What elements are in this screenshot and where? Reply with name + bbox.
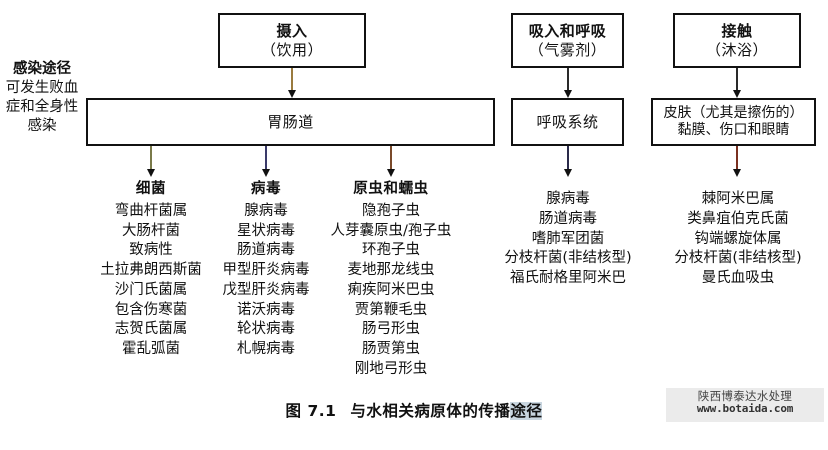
pathogen-column-protozoa-header: 原虫和蠕虫 [353, 181, 429, 197]
figure-number: 图 7.1 [285, 402, 337, 420]
entry-box-ingestion-title: 摄入 [276, 22, 308, 41]
pathogen-column-contact-agents: 棘阿米巴属 类鼻疽伯克氏菌 钩端螺旋体属 分枝杆菌(非结核型) 曼氏血吸虫 [658, 190, 818, 289]
arrow-head [287, 90, 296, 98]
arrow-head [732, 90, 741, 98]
list-item: 包含伤寒菌 [114, 301, 188, 318]
entry-box-contact-title: 接触 [721, 22, 753, 41]
arrow-shaft [291, 68, 293, 91]
list-item: 刚地弓形虫 [354, 361, 428, 378]
list-item: 麦地那龙线虫 [347, 262, 435, 279]
arrow-gi-to-protozoa [381, 146, 401, 177]
arrow-shaft [567, 146, 569, 170]
arrow-shaft [567, 68, 569, 91]
list-item: 福氏耐格里阿米巴 [510, 270, 626, 287]
list-item: 诺沃病毒 [237, 301, 295, 318]
list-item: 环孢子虫 [362, 242, 420, 259]
list-item: 戊型肝炎病毒 [222, 281, 310, 298]
list-item: 肠贾第虫 [362, 341, 420, 358]
list-item: 棘阿米巴属 [701, 191, 775, 207]
arrow-head [563, 90, 572, 98]
arrow-skin-to-agents [727, 146, 747, 177]
arrow-contact-to-skin [727, 68, 747, 98]
arrow-shaft [390, 146, 392, 170]
pathogen-column-protozoa-helminths: 原虫和蠕虫 隐孢子虫 人芽囊原虫/孢子虫 环孢子虫 麦地那龙线虫 痢疾阿米巴虫 … [315, 180, 467, 380]
list-item: 沙门氏菌属 [114, 281, 188, 298]
list-item: 弯曲杆菌属 [114, 202, 188, 219]
pathogen-column-bacteria: 细菌 弯曲杆菌属 大肠杆菌 致病性 土拉弗朗西斯菌 沙门氏菌属 包含伤寒菌 志贺… [76, 180, 226, 360]
list-item: 大肠杆菌 [122, 222, 180, 239]
list-item: 痢疾阿米巴虫 [347, 281, 435, 298]
list-item: 嗜肺军团菌 [531, 230, 605, 247]
pathogen-column-viruses-header: 病毒 [250, 181, 282, 197]
list-item: 钩端螺旋体属 [694, 230, 782, 247]
arrow-head [386, 169, 395, 177]
list-item: 霍乱弧菌 [122, 341, 180, 358]
entry-box-inhalation-title: 吸入和呼吸 [528, 22, 607, 41]
list-item: 人芽囊原虫/孢子虫 [330, 222, 452, 239]
entry-box-inhalation[interactable]: 吸入和呼吸 （气雾剂） [511, 13, 624, 68]
entry-box-ingestion[interactable]: 摄入 （饮用） [218, 13, 366, 68]
arrow-head [732, 169, 741, 177]
watermark-company: 陕西博泰达水处理 [697, 389, 793, 403]
list-item: 志贺氏菌属 [114, 321, 188, 338]
arrow-head [563, 169, 572, 177]
infection-route-label: 感染途径 可发生败血症和全身性感染 [2, 60, 82, 137]
arrow-gi-to-viruses [256, 146, 276, 177]
arrow-shaft [265, 146, 267, 170]
list-item: 甲型肝炎病毒 [222, 262, 310, 279]
route-label-heading: 感染途径 [13, 61, 71, 77]
pathogen-column-viruses: 病毒 腺病毒 星状病毒 肠道病毒 甲型肝炎病毒 戊型肝炎病毒 诺沃病毒 轮状病毒… [196, 180, 336, 360]
figure-caption-text: 与水相关病原体的传播 [350, 402, 511, 420]
arrow-shaft [150, 146, 152, 170]
entry-box-contact[interactable]: 接触 （沐浴） [673, 13, 801, 68]
list-item: 肠弓形虫 [362, 321, 420, 338]
site-box-skin[interactable]: 皮肤（尤其是擦伤的） 黏膜、伤口和眼睛 [651, 98, 816, 146]
figure-caption-highlight: 途径 [510, 402, 543, 420]
site-box-respiratory-label: 呼吸系统 [536, 112, 599, 131]
arrow-ingestion-to-gastrointestinal [282, 68, 302, 98]
entry-box-contact-subtitle: （沐浴） [705, 40, 768, 59]
list-item: 腺病毒 [244, 202, 288, 219]
pathogen-column-bacteria-header: 细菌 [135, 181, 167, 197]
list-item: 致病性 [129, 242, 173, 259]
arrow-gi-to-bacteria [141, 146, 161, 177]
watermark-url: www.botaida.com [696, 402, 794, 416]
list-item: 土拉弗朗西斯菌 [100, 262, 202, 279]
arrow-head [261, 169, 270, 177]
list-item: 隐孢子虫 [362, 202, 420, 219]
site-box-skin-line1: 皮肤（尤其是擦伤的） [663, 104, 804, 121]
site-box-skin-line2: 黏膜、伤口和眼睛 [677, 122, 790, 138]
site-box-respiratory[interactable]: 呼吸系统 [511, 98, 624, 146]
list-item: 贾第鞭毛虫 [354, 301, 428, 318]
list-item: 曼氏血吸虫 [701, 270, 775, 287]
list-item: 星状病毒 [237, 222, 295, 239]
site-box-gastrointestinal-label: 胃肠道 [267, 112, 314, 131]
pathogen-column-respiratory-agents: 腺病毒 肠道病毒 嗜肺军团菌 分枝杆菌(非结核型) 福氏耐格里阿米巴 [490, 190, 646, 289]
list-item: 肠道病毒 [539, 210, 597, 227]
watermark: 陕西博泰达水处理 www.botaida.com [666, 388, 824, 422]
list-item: 肠道病毒 [237, 242, 295, 259]
figure-caption: 图 7.1 与水相关病原体的传播途径 [0, 399, 828, 421]
route-label-body: 可发生败血症和全身性感染 [5, 80, 79, 135]
list-item: 札幌病毒 [237, 341, 295, 358]
list-item: 腺病毒 [546, 191, 590, 207]
arrow-shaft [736, 68, 738, 91]
list-item: 类鼻疽伯克氏菌 [687, 210, 789, 227]
arrow-shaft [736, 146, 738, 170]
entry-box-inhalation-subtitle: （气雾剂） [528, 40, 607, 59]
arrow-respiratory-to-agents [558, 146, 578, 177]
arrow-head [146, 169, 155, 177]
entry-box-ingestion-subtitle: （饮用） [260, 40, 323, 59]
list-item: 分枝杆菌(非结核型) [674, 250, 802, 267]
site-box-gastrointestinal[interactable]: 胃肠道 [86, 98, 495, 146]
arrow-inhalation-to-respiratory [558, 68, 578, 98]
list-item: 轮状病毒 [237, 321, 295, 338]
list-item: 分枝杆菌(非结核型) [504, 250, 632, 267]
